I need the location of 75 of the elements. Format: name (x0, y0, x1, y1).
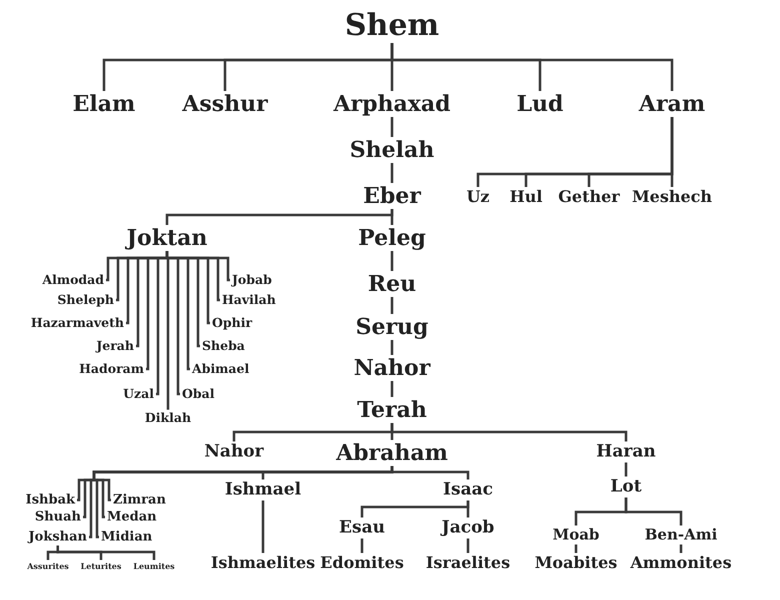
person-name: Abraham (336, 442, 448, 464)
person-name: Ishbak (26, 494, 75, 506)
tree-connector (390, 251, 394, 271)
tree-connector (390, 423, 628, 442)
person-name: Jobab (232, 274, 272, 286)
person-name: Ishmael (224, 482, 302, 498)
tree-connector (680, 544, 682, 553)
person-name: Elam (72, 93, 136, 115)
tree-connector (574, 544, 578, 553)
person-name: Aram (638, 93, 706, 115)
person-name: Ammonites (630, 555, 732, 571)
person-name: Hul (510, 189, 542, 205)
person-name: Nahor (204, 444, 264, 460)
person-name: Ophir (212, 316, 252, 330)
person-name: Arphaxad (333, 93, 451, 115)
person-name: Uz (466, 189, 490, 205)
tree-connector (390, 340, 394, 355)
person-name: Israelites (426, 555, 510, 571)
tree-connector (390, 381, 394, 397)
tree-connector (390, 209, 394, 225)
person-name: Assurites (27, 562, 69, 570)
tree-connector (466, 538, 470, 553)
person-name: Lot (610, 478, 642, 496)
person-name: Obal (182, 388, 214, 400)
person-name: Haran (596, 444, 656, 460)
person-name: Midian (101, 530, 152, 544)
person-name: Ishmaelites (210, 555, 316, 571)
person-name: Uzal (123, 388, 154, 400)
person-name: Meshech (632, 189, 712, 205)
tree-connector (166, 251, 170, 410)
person-name: Almodad (42, 274, 104, 286)
person-name: Leumites (133, 562, 175, 570)
tree-connector (624, 462, 628, 476)
person-name: Moabites (534, 555, 618, 571)
tree-connector (56, 546, 156, 560)
person-name: Hadoram (79, 362, 144, 376)
person-name: Sheleph (57, 294, 114, 306)
person-name: Ben-Ami (644, 528, 718, 542)
person-name: Shem (344, 11, 440, 41)
tree-connector (360, 538, 364, 553)
tree-connector (390, 163, 394, 183)
tree-connector (390, 117, 394, 137)
person-name: Joktan (126, 227, 208, 249)
person-name: Eber (363, 185, 421, 207)
tree-connector (390, 297, 394, 314)
person-name: Peleg (358, 227, 426, 249)
person-name: Serug (356, 316, 428, 338)
person-name: Sheba (202, 340, 245, 352)
person-name: Edomites (320, 555, 404, 571)
tree-connector (262, 500, 264, 553)
person-name: Zimran (113, 494, 166, 506)
person-name: Jacob (442, 520, 494, 536)
person-name: Shelah (350, 139, 434, 161)
tree-connector (466, 500, 470, 518)
person-name: Esau (339, 520, 385, 536)
person-name: Jokshan (28, 530, 87, 544)
tree-connector (670, 117, 674, 187)
person-name: Hazarmaveth (30, 316, 124, 330)
tree-connector (624, 498, 682, 526)
person-name: Abimael (192, 362, 250, 376)
person-name: Leturites (80, 562, 122, 570)
person-name: Medan (107, 510, 157, 524)
person-name: Terah (357, 399, 427, 421)
person-name: Jerah (96, 340, 134, 352)
person-name: Isaac (443, 482, 493, 498)
person-name: Havilah (222, 294, 276, 306)
person-name: Diklah (144, 412, 192, 424)
tree-connector (390, 43, 674, 91)
person-name: Moab (552, 528, 600, 542)
person-name: Shuah (34, 510, 81, 524)
person-name: Gether (558, 189, 620, 205)
person-name: Lud (516, 93, 564, 115)
person-name: Reu (368, 273, 416, 295)
person-name: Nahor (354, 357, 430, 379)
person-name: Asshur (182, 93, 268, 115)
